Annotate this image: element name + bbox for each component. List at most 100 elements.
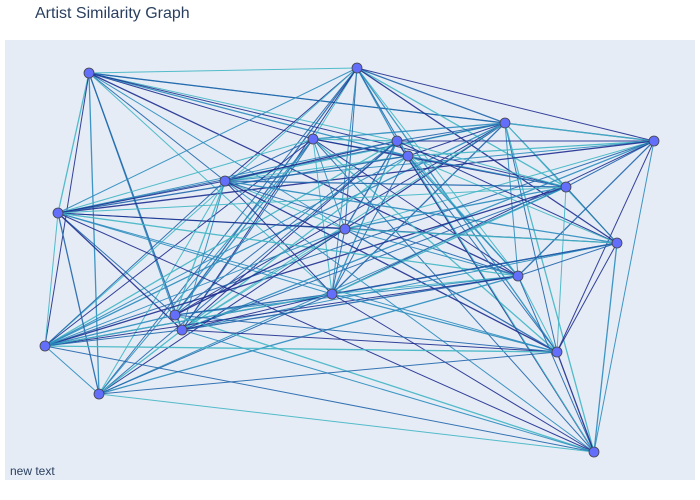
graph-edge [44,186,567,347]
graph-edge [88,72,183,331]
graph-node[interactable] [219,175,231,187]
graph-node[interactable] [512,270,524,282]
graph-edge [57,212,595,453]
graph-edge [224,155,409,182]
graph-node[interactable] [169,309,181,321]
graph-node[interactable] [93,388,105,400]
graph-node[interactable] [611,237,623,249]
graph-edge [57,212,519,277]
graph-edge [98,180,226,395]
chart-title: Artist Similarity Graph [35,5,190,22]
graph-edge [44,180,226,347]
graph-edge [407,155,567,188]
graph-edge [224,140,398,182]
graph-edge [181,155,409,331]
graph-edge [88,72,100,395]
graph-edge [407,122,506,157]
graph-edge [57,212,333,295]
graph-edge [98,67,358,395]
graph-edge [174,140,398,316]
graph-node[interactable] [391,135,403,147]
graph-node[interactable] [588,446,600,458]
graph-edge [504,122,655,142]
graph-node[interactable] [176,324,188,336]
graph-node[interactable] [83,67,95,79]
graph-edge [224,180,519,277]
graph-edge [57,212,100,395]
graph-edge [517,275,595,453]
graph-edge [57,67,358,214]
graph-edge [57,212,176,316]
graph-edge [356,67,506,124]
graph-edge [44,345,595,453]
graph-edge [44,228,346,347]
graph-edge [98,293,333,395]
edges-layer [44,67,655,453]
graph-edge [88,72,409,157]
graph-edge [224,180,567,188]
graph-node[interactable] [560,181,572,193]
graph-edge [593,140,655,453]
graph-edge [224,180,333,295]
graph-edge [517,275,558,353]
graph-edge [407,155,519,277]
graph-edge [344,140,655,230]
graph-edge [44,345,100,395]
graph-node[interactable] [551,346,563,358]
graph-edge [44,314,176,347]
graph-edge [396,140,567,188]
graph-edge [174,228,346,316]
graph-node[interactable] [648,135,660,147]
graph-edge [407,155,618,244]
graph-edge [565,186,618,244]
graph-edge [331,140,398,295]
graph-edge [593,242,618,453]
graph-edge [356,67,567,188]
graph-edge [44,345,558,353]
graph-node[interactable] [307,133,319,145]
graph-edge [396,140,618,244]
graph-edge [98,329,183,395]
graph-node[interactable] [402,150,414,162]
graph-node[interactable] [499,117,511,129]
graph-edge [556,351,595,453]
graph-edge [57,72,90,214]
graph-edge [331,293,558,353]
graph-edge [88,72,567,188]
graph-node[interactable] [39,340,51,352]
graph-edge [356,67,618,244]
graph-edge [312,138,398,142]
graph-node[interactable] [326,288,338,300]
graph-edge [88,67,358,74]
graph-node[interactable] [351,62,363,74]
graph-node[interactable] [339,223,351,235]
graph-edge [57,180,226,214]
graph-edge [556,242,618,353]
graph-edge [181,329,558,353]
graph-edge [88,72,314,140]
graph-edge [407,155,558,353]
graph-edge [98,228,346,395]
graph-edge [312,138,346,230]
annotation-text[interactable]: new text [10,464,55,478]
graph-node[interactable] [52,207,64,219]
graph-edge [88,72,398,142]
graph-edge [181,228,346,331]
graph-edge [181,293,333,331]
graph-edge [407,140,655,157]
graph-edge [98,393,595,453]
graph-edge [312,138,333,295]
graph-edge [57,138,314,214]
graph-edge [504,122,558,353]
graph-edge [331,67,358,295]
graph-edge [181,140,398,331]
graph-edge [344,228,618,244]
graph-edge [312,138,519,277]
network-graph[interactable] [5,40,695,480]
graph-edge [312,122,506,140]
graph-edge [44,138,314,347]
graph-edge [44,140,655,347]
graph-edge [174,314,595,453]
graph-edge [312,138,595,453]
graph-edge [88,72,226,182]
